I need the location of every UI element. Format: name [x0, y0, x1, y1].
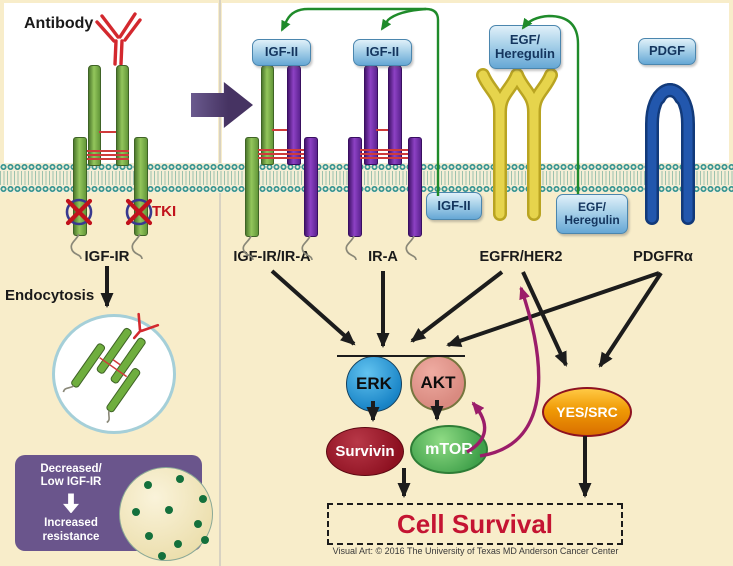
panel-divider [219, 0, 221, 566]
disulfide-bond [99, 131, 116, 133]
igfir-receptor-label: IGF-IR [84, 248, 130, 265]
igf2-ligand-box: IGF-II [252, 39, 311, 66]
egf-heregulin-ligand-box: EGF/ Heregulin [489, 25, 561, 69]
erk-label: ERK [356, 374, 392, 393]
mtor-node: mTOR [410, 425, 488, 474]
igfir-alpha-right [116, 65, 129, 166]
endocytosis-vesicle [52, 314, 176, 434]
erk-node: ERK [346, 356, 402, 412]
disulfide-bond [87, 158, 129, 160]
resistance-summary-box: Decreased/ Low IGF-IR Increased resistan… [15, 455, 213, 561]
egfr-receptor-label: EGFR/HER2 [479, 249, 563, 265]
survivin-node: Survivin [326, 427, 404, 476]
ira-receptor-label: IR-A [368, 249, 398, 265]
pdgf-label: PDGF [648, 43, 686, 59]
disulfide-bond [376, 129, 388, 131]
tki-blocked-icon [125, 198, 153, 226]
egf-label-line1: EGF/ [509, 31, 541, 47]
egf-heregulin-secreted-box: EGF/ Heregulin [556, 194, 628, 234]
yes-src-label: YES/SRC [556, 404, 618, 420]
disulfide-bond [360, 149, 408, 151]
receptor-dot [145, 532, 153, 540]
receptor-dot [176, 475, 184, 483]
igf2-secreted-box: IGF-II [426, 192, 482, 220]
igf2-label: IGF-II [437, 197, 471, 213]
igf2-label: IGF-II [365, 44, 400, 60]
lipid-tails [0, 171, 733, 185]
disulfide-bond [87, 154, 129, 156]
resistance-line2: Low IGF-IR [40, 476, 102, 489]
igf2-ligand-box: IGF-II [353, 39, 412, 66]
tki-label: TKI [152, 203, 177, 220]
mtor-label: mTOR [425, 440, 473, 458]
ira-beta-right [408, 137, 422, 237]
resistance-line1: Decreased/ [40, 463, 102, 475]
akt-label: AKT [420, 373, 456, 392]
internalized-receptor [62, 312, 160, 424]
disulfide-bond [272, 129, 287, 131]
cell-survival-label: Cell Survival [396, 508, 554, 539]
egf-label-line2: Heregulin [495, 46, 555, 61]
ira-beta-left [348, 137, 362, 237]
feedback-arrows [466, 286, 541, 458]
egf-label-line2: Heregulin [564, 213, 620, 227]
antibody-icon [95, 12, 142, 66]
hybrid-beta-green [245, 137, 259, 237]
resistance-text: Decreased/ Low IGF-IR Increased resistan… [21, 463, 121, 544]
lipid-heads-bottom [0, 185, 733, 193]
yes-src-node: YES/SRC [542, 387, 632, 437]
hybrid-receptor-label: IGF-IR/IR-A [233, 249, 311, 265]
credit-text: Visual Art: © 2016 The University of Tex… [332, 546, 619, 556]
disulfide-bond [360, 153, 408, 155]
egf-label-line1: EGF/ [577, 199, 606, 214]
igf2-label: IGF-II [264, 44, 299, 60]
resistance-line4: resistance [42, 530, 100, 543]
disulfide-bond [87, 150, 129, 152]
receptor-dot [165, 506, 173, 514]
low-receptor-cell [119, 467, 213, 561]
pdgfr-receptor [645, 83, 695, 225]
cell-membrane [0, 163, 733, 193]
receptor-dot [158, 552, 166, 560]
akt-node: AKT [410, 355, 466, 411]
resistance-line3: Increased [44, 517, 98, 530]
survivin-label: Survivin [335, 443, 395, 460]
down-arrow-icon [63, 493, 79, 514]
receptor-dot [201, 536, 209, 544]
receptor-dot [144, 481, 152, 489]
receptor-dot [132, 508, 140, 516]
disulfide-bond [360, 157, 408, 159]
antibody-label: Antibody [24, 15, 94, 32]
hybrid-beta-purple [304, 137, 318, 237]
pdgf-ligand-box: PDGF [638, 38, 696, 65]
receptor-dot [194, 520, 202, 528]
igfir-alpha-left [88, 65, 101, 166]
disulfide-bond [258, 157, 304, 159]
receptor-dot [174, 540, 182, 548]
disulfide-bond [258, 153, 304, 155]
endocytosis-label: Endocytosis [5, 287, 95, 304]
disulfide-bond [258, 149, 304, 151]
receptor-dot [199, 495, 207, 503]
pdgfra-receptor-label: PDGFRα [633, 249, 693, 265]
cell-survival-box: Cell Survival [327, 503, 623, 545]
tki-blocked-icon [65, 198, 93, 226]
